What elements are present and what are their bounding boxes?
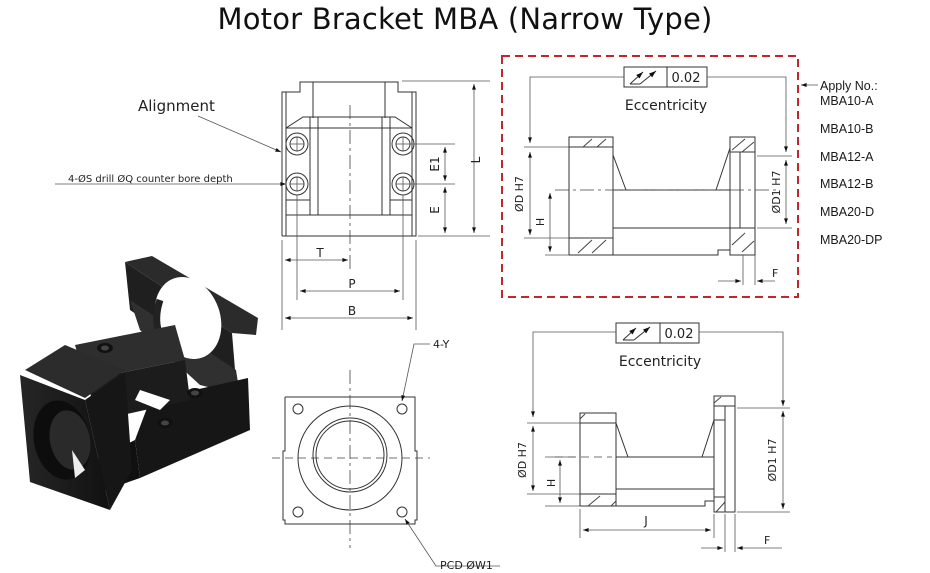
page-title: Motor Bracket MBA (Narrow Type) — [217, 2, 713, 36]
dim-B-label: B — [348, 304, 356, 318]
highlight-box — [501, 55, 799, 298]
pcd-leader — [404, 518, 500, 567]
apply-item: MBA10-B — [820, 122, 874, 136]
runout-icon — [629, 70, 657, 85]
front-view — [55, 80, 490, 330]
mounting-hole — [396, 403, 408, 415]
dim-D-label: ØD H7 — [516, 442, 529, 478]
apply-item: MBA20-D — [820, 205, 875, 219]
dim-E1-label: E1 — [428, 156, 442, 171]
mounting-hole — [292, 403, 304, 415]
top-view — [272, 343, 500, 567]
dim-D1-label: ØD1 H7 — [770, 171, 783, 214]
side-view-top — [524, 66, 792, 285]
alignment-leader — [197, 115, 282, 153]
bore-circle — [315, 420, 385, 490]
apply-heading: Apply No.: — [820, 79, 878, 93]
tolerance-label: Eccentricity — [619, 354, 701, 370]
drill-note-callout: 4-ØS drill ØQ counter bore depth — [68, 173, 233, 185]
mounting-hole — [396, 506, 408, 518]
product-photo — [20, 256, 258, 510]
alignment-callout: Alignment — [138, 97, 215, 115]
tolerance-label: Eccentricity — [625, 98, 707, 114]
dim-D-label: ØD H7 — [513, 176, 526, 212]
holes-leader — [401, 343, 430, 402]
dim-F-label: F — [764, 534, 770, 547]
mounting-hole — [292, 506, 304, 518]
tolerance-value: 0.02 — [665, 327, 694, 342]
apply-item: MBA20-DP — [820, 233, 883, 247]
runout-icon — [622, 326, 651, 341]
apply-item: MBA12-B — [820, 177, 874, 191]
flange-outline — [297, 405, 403, 511]
dim-J-label: J — [643, 514, 648, 528]
counterbore-hole — [285, 132, 309, 156]
dim-F-label: F — [772, 267, 778, 280]
dim-E-label: E — [428, 206, 442, 214]
pcd-callout: PCD ØW1 — [440, 559, 493, 572]
dim-D1-label: ØD1 H7 — [766, 439, 779, 482]
tolerance-value: 0.02 — [672, 71, 701, 86]
apply-item: MBA10-A — [820, 94, 874, 108]
dim-L-label: L — [469, 156, 483, 163]
dim-H-label: H — [534, 218, 547, 226]
tolerance-frame — [615, 322, 700, 344]
dim-T-label: T — [315, 246, 324, 260]
side-view-bottom — [527, 322, 790, 552]
dim-P-label: P — [348, 277, 355, 291]
dim-H-label: H — [545, 479, 558, 487]
counterbore-hole — [285, 172, 309, 196]
holes-callout: 4-Y — [433, 338, 450, 351]
apply-item: MBA12-A — [820, 150, 874, 164]
